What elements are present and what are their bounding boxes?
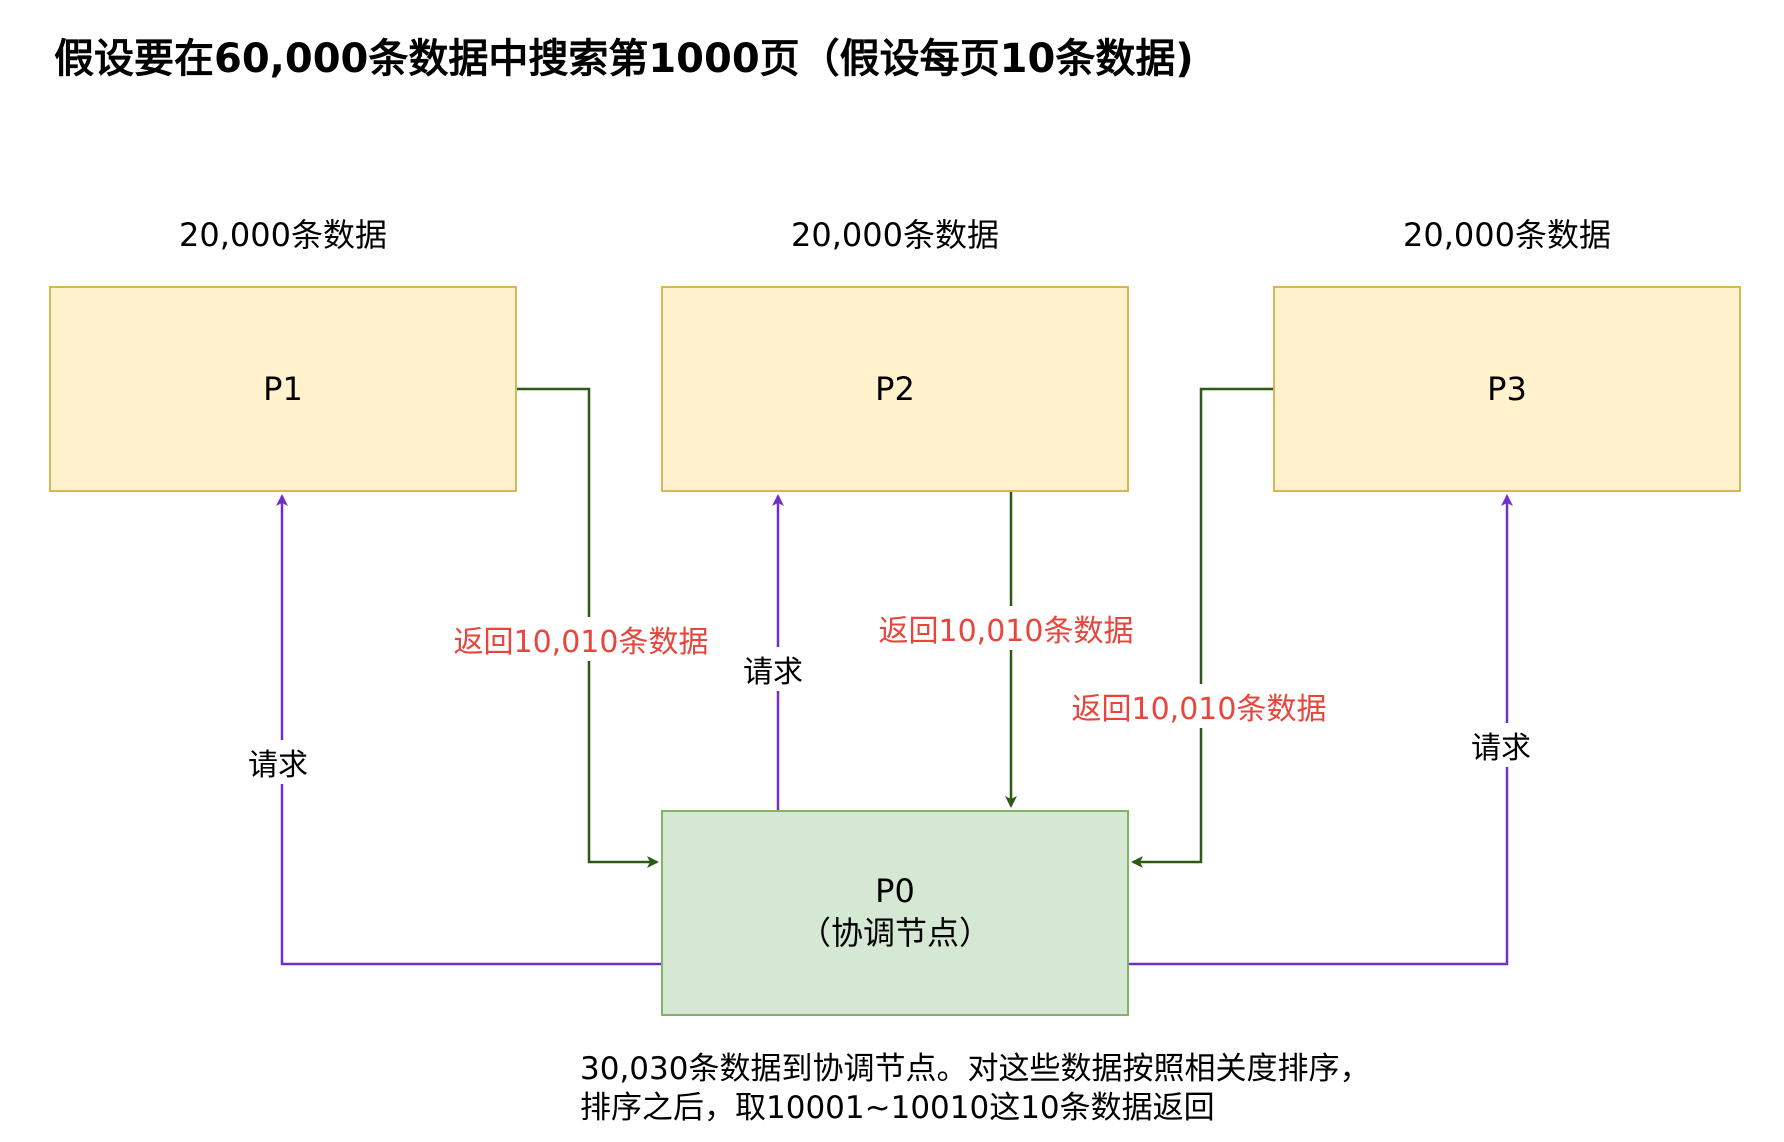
p1-caption: 20,000条数据 xyxy=(179,216,387,254)
result-note-line2: 排序之后，取10001~10010这10条数据返回 xyxy=(580,1089,1215,1126)
node-p0: P0 （协调节点） xyxy=(661,810,1129,1016)
node-p0-sub: （协调节点） xyxy=(798,914,991,952)
p3-caption: 20,000条数据 xyxy=(1403,216,1611,254)
result-note: 30,030条数据到协调节点。对这些数据按照相关度排序， 排序之后，取10001… xyxy=(580,1050,1370,1128)
node-p0-label: P0 xyxy=(875,872,915,911)
node-p1: P1 xyxy=(49,286,517,492)
label-request-p3: 请求 xyxy=(1469,723,1533,767)
p2-caption: 20,000条数据 xyxy=(791,216,999,254)
label-return-p3: 返回10,010条数据 xyxy=(1069,684,1329,728)
label-request-p2: 请求 xyxy=(741,647,805,691)
edge-request-p1 xyxy=(276,494,661,966)
label-return-p1: 返回10,010条数据 xyxy=(451,617,711,661)
node-p2-label: P2 xyxy=(875,370,915,408)
diagram-title: 假设要在60,000条数据中搜索第1000页（假设每页10条数据) xyxy=(54,36,1194,82)
label-return-p2: 返回10,010条数据 xyxy=(876,606,1136,650)
edge-request-p3 xyxy=(1129,494,1513,966)
label-request-p1: 请求 xyxy=(246,740,310,784)
result-note-line1: 30,030条数据到协调节点。对这些数据按照相关度排序， xyxy=(580,1051,1371,1087)
edge-return-p3 xyxy=(1131,387,1273,868)
node-p2: P2 xyxy=(661,286,1129,492)
node-p3: P3 xyxy=(1273,286,1741,492)
node-p3-label: P3 xyxy=(1487,370,1527,408)
node-p1-label: P1 xyxy=(263,370,303,408)
